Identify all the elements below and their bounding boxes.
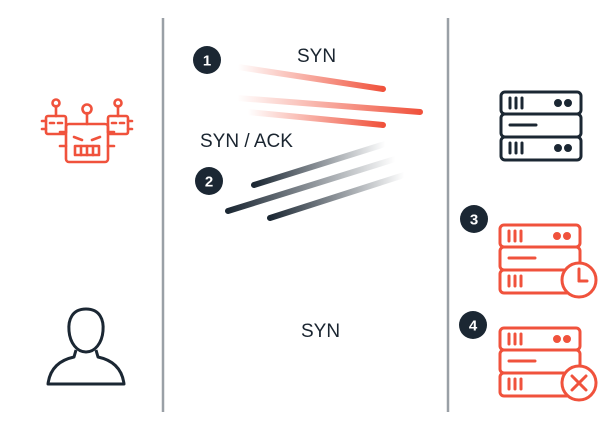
syn-flood-streak-3: [245, 109, 386, 128]
step-badge-3: 3: [460, 205, 488, 233]
server-clock-icon: [498, 223, 598, 299]
syn-ack-streak-1: [251, 141, 388, 188]
svg-text:2: 2: [205, 174, 213, 191]
bot-army-icon: [40, 98, 134, 164]
user-icon: [46, 307, 126, 386]
step-badge-4: 4: [459, 311, 487, 339]
svg-text:3: 3: [470, 212, 478, 229]
svg-text:4: 4: [469, 318, 478, 335]
step-badge-1: 1: [193, 46, 221, 74]
svg-text:1: 1: [203, 53, 211, 70]
syn-flood-streak-2: [234, 95, 423, 115]
syn-legit-label: SYN: [301, 321, 340, 342]
syn-ack-label: SYN / ACK: [200, 131, 293, 152]
syn-ack-streak-2: [225, 156, 398, 214]
syn-flood-streak-1: [235, 64, 386, 92]
server-error-icon: [498, 326, 598, 402]
step-badge-2: 2: [195, 167, 223, 195]
server-icon: [499, 90, 583, 162]
syn-attack-label: SYN: [297, 46, 336, 67]
syn-ack-streak-3: [267, 172, 407, 221]
